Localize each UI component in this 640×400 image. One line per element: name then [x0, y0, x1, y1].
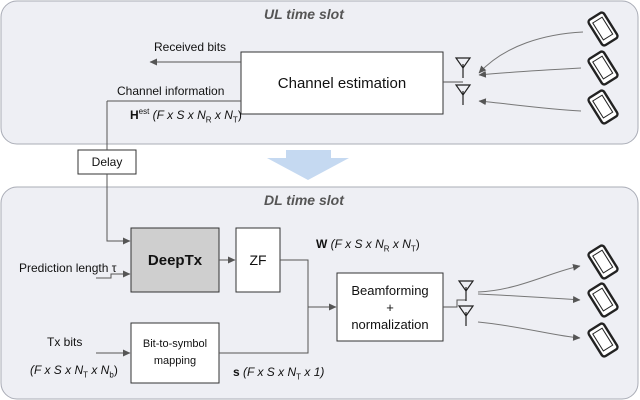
prediction-length-arrow — [96, 270, 131, 279]
bit-to-symbol-label: Bit-to-symbol mapping — [131, 323, 219, 383]
w-dimension-label: W (F x S x NR x NT) — [316, 237, 420, 254]
channel-estimation-box — [240, 51, 444, 115]
h-est-dimension-label: Hest (F x S x NR x NT) — [130, 107, 242, 125]
zf-label: ZF — [249, 252, 267, 268]
tx-bits-label: Tx bits — [47, 335, 83, 349]
slot-transition-arrow — [267, 150, 349, 180]
channel-estimation-label: Channel estimation — [277, 74, 407, 92]
ul-link-curve-1 — [478, 31, 584, 74]
channel-information-label: Channel information — [117, 84, 225, 98]
tx-bits-dimension-label: (F x S x NT x Nb) — [30, 363, 118, 380]
zf-to-beamforming-arrow — [280, 259, 337, 311]
beamforming-line-1: Beamforming — [351, 282, 429, 298]
beamforming-line-3: normalization — [351, 316, 429, 332]
delay-box — [77, 149, 137, 175]
zf-box — [235, 227, 281, 293]
bit-to-symbol-to-beamforming-arrow — [219, 307, 309, 354]
ul-link-curve-2 — [478, 67, 582, 78]
delay-to-deeptx-arrow — [106, 174, 131, 245]
dl-slot-title: DL time slot — [264, 192, 344, 208]
beamforming-to-antenna-link — [443, 299, 466, 308]
dl-link-curve-1 — [477, 263, 581, 293]
dl-link-curve-3 — [477, 321, 581, 341]
bit-to-symbol-line-2: mapping — [153, 355, 197, 367]
deeptx-label: DeepTx — [147, 251, 203, 269]
ul-slot-title: UL time slot — [264, 6, 344, 22]
beamforming-box — [336, 272, 444, 342]
bit-to-symbol-box — [130, 322, 220, 384]
s-dimension-label: s (F x S x NT x 1) — [233, 365, 325, 382]
deeptx-box — [130, 227, 220, 293]
beamforming-line-2: + — [386, 299, 394, 315]
received-bits-label: Received bits — [154, 40, 227, 54]
bit-to-symbol-line-1: Bit-to-symbol — [142, 338, 208, 350]
ul-link-curve-3 — [478, 98, 582, 112]
prediction-length-label: Prediction length τ — [19, 261, 117, 275]
beamforming-label: Beamforming + normalization — [337, 273, 443, 341]
delay-label: Delay — [91, 155, 123, 169]
dl-link-curve-2 — [477, 293, 581, 304]
